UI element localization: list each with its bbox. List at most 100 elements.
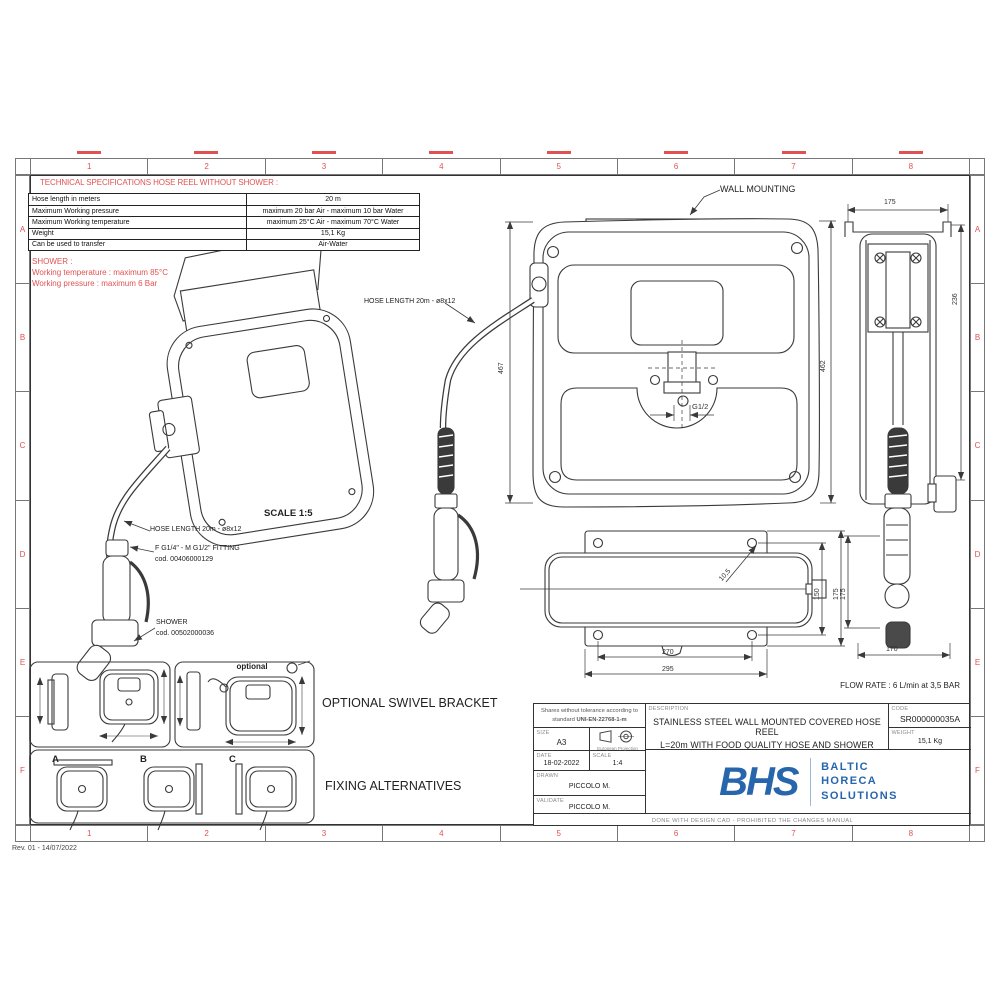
- spec-value: Air-Water: [318, 241, 348, 249]
- drawn-value: PICCOLO M.: [568, 783, 611, 790]
- grid-col-label: 4: [382, 826, 499, 841]
- optional-label: optional: [236, 662, 268, 671]
- validate-value: PICCOLO M.: [568, 804, 611, 811]
- grid-row-label: C: [971, 391, 984, 499]
- grid-row-label: F: [971, 715, 984, 824]
- grid-strip-left: A B C D E F: [15, 175, 30, 825]
- code-cell: CODE SR000000035A: [889, 704, 971, 728]
- hose-length-label: HOSE LENGTH 20m - ø8x12: [150, 526, 242, 533]
- centering-mark: [547, 151, 571, 154]
- table-row: Maximum Working temperature maximum 25°C…: [29, 216, 419, 228]
- grid-col-label: 3: [264, 159, 382, 174]
- dim-top-width-outer: 295: [662, 666, 674, 673]
- grid-col-label: 2: [147, 159, 264, 174]
- size-label: SIZE: [536, 729, 550, 736]
- description-cell: DESCRIPTION STAINLESS STEEL WALL MOUNTED…: [646, 704, 889, 750]
- logo-wordmark: BALTIC HORECA SOLUTIONS: [821, 760, 898, 803]
- grid-col-label: 7: [734, 826, 851, 841]
- grid-strip-top: 1 2 3 4 5 6 7 8: [15, 158, 985, 175]
- date-label: DATE: [536, 752, 552, 759]
- side-view: [844, 204, 965, 659]
- scale-value: 1:4: [612, 760, 623, 767]
- grid-col-label: 6: [616, 826, 734, 841]
- grid-col-label: 5: [499, 826, 617, 841]
- table-row: Weight 15,1 Kg: [29, 227, 419, 239]
- table-row: Hose length in meters 20 m: [29, 194, 419, 206]
- spec-label: Can be used to transfer: [29, 239, 247, 250]
- grid-row-label: A: [19, 225, 26, 235]
- tolerance-standard: UNI-EN-22768-1-m: [576, 716, 627, 723]
- spec-label: Maximum Working pressure: [29, 206, 247, 217]
- spec-table-title: TECHNICAL SPECIFICATIONS HOSE REEL WITHO…: [40, 178, 279, 187]
- panel-fixing-alternatives: [29, 749, 315, 831]
- bhs-logo-text: BHS: [719, 759, 799, 804]
- weight-value: 15,1 Kg: [917, 738, 943, 745]
- fitting-code-label: cod. 00406000129: [155, 556, 213, 563]
- spec-value: maximum 20 bar Air - maximum 10 bar Wate…: [262, 207, 404, 215]
- title-block-footer: DONE WITH DESIGN CAD - PROHIBITED THE CH…: [651, 817, 854, 824]
- centering-mark: [429, 151, 453, 154]
- fixing-option-a: A: [52, 754, 59, 765]
- spec-label: Hose length in meters: [29, 194, 247, 206]
- grid-row-label: E: [971, 607, 984, 716]
- top-view: [520, 530, 845, 678]
- grid-col-label: 3: [264, 826, 382, 841]
- grid-row-label: D: [16, 499, 29, 608]
- front-view: [419, 189, 836, 634]
- optional-swivel-bracket-label: OPTIONAL SWIVEL BRACKET: [322, 696, 498, 710]
- table-row: Maximum Working pressure maximum 20 bar …: [29, 205, 419, 217]
- panel-optional-swivel: [174, 660, 315, 748]
- dim-front-height-right: 462: [820, 360, 827, 372]
- wall-mounting-label: WALL MOUNTING: [720, 184, 796, 194]
- description-label: DESCRIPTION: [648, 705, 689, 712]
- drawn-cell: DRAWN PICCOLO M.: [534, 771, 646, 796]
- grid-row-label: E: [16, 607, 29, 716]
- centering-mark: [312, 151, 336, 154]
- grid-col-label: 8: [851, 826, 969, 841]
- date-value: 18-02-2022: [543, 760, 580, 767]
- dim-side-width-top: 175: [884, 199, 896, 206]
- shower-note-line: Working pressure : maximum 6 Bar: [32, 279, 158, 288]
- fixing-alternatives-label: FIXING ALTERNATIVES: [325, 779, 462, 793]
- grid-row-label: C: [16, 391, 29, 499]
- centering-mark: [664, 151, 688, 154]
- validate-cell: VALIDATE PICCOLO M.: [534, 796, 646, 814]
- grid-col-label: 1: [30, 159, 147, 174]
- spec-value: maximum 25°C Air - maximum 70°C Water: [266, 218, 400, 226]
- dim-side-depth-bottom: 170: [886, 646, 898, 653]
- grid-strip-bottom: 1 2 3 4 5 6 7 8: [15, 825, 985, 842]
- thread-size-label: G1/2: [692, 402, 709, 411]
- spec-label: Maximum Working temperature: [29, 217, 247, 228]
- revision-label: Rev. 01 - 14/07/2022: [12, 845, 77, 852]
- dim-side-height-right: 236: [952, 293, 959, 305]
- logo-word: BALTIC: [821, 761, 869, 774]
- scale-label: SCALE 1:5: [264, 508, 313, 519]
- grid-col-label: 4: [382, 159, 499, 174]
- title-block: Shares without tolerance according to st…: [533, 703, 971, 826]
- drawn-label: DRAWN: [536, 772, 559, 779]
- tolerance-note-text: Shares without tolerance according to st…: [541, 708, 638, 723]
- hose-length-label: HOSE LENGTH 20m - ø8x12: [364, 298, 456, 305]
- scale-label: SCALE: [592, 752, 612, 759]
- scale-cell: SCALE 1:4: [590, 751, 646, 771]
- european-projection-icon: [599, 730, 634, 743]
- panel-optional-bracket-views: [29, 661, 171, 748]
- logo-divider: [809, 757, 812, 806]
- grid-col-label: 6: [616, 159, 734, 174]
- dim-front-height-left: 467: [498, 362, 505, 374]
- dim-top-width-inner: 270: [662, 649, 674, 656]
- size-cell: SIZE A3: [534, 728, 590, 751]
- iso-view: [76, 229, 375, 681]
- size-value: A3: [556, 738, 567, 747]
- technical-drawing-linework: [29, 189, 965, 831]
- weight-cell: WEIGHT 15,1 Kg: [889, 728, 971, 750]
- spec-value: 20 m: [325, 195, 341, 203]
- flow-rate-label: FLOW RATE : 6 L/min at 3,5 BAR: [840, 681, 960, 690]
- grid-row-label: A: [974, 225, 981, 235]
- grid-row-label: B: [971, 283, 984, 391]
- centering-mark: [194, 151, 218, 154]
- grid-col-label: 1: [30, 826, 147, 841]
- grid-row-label: F: [16, 715, 29, 824]
- grid-strip-right: A B C D E F: [970, 175, 985, 825]
- dim-top-height-inner: 150: [814, 588, 821, 600]
